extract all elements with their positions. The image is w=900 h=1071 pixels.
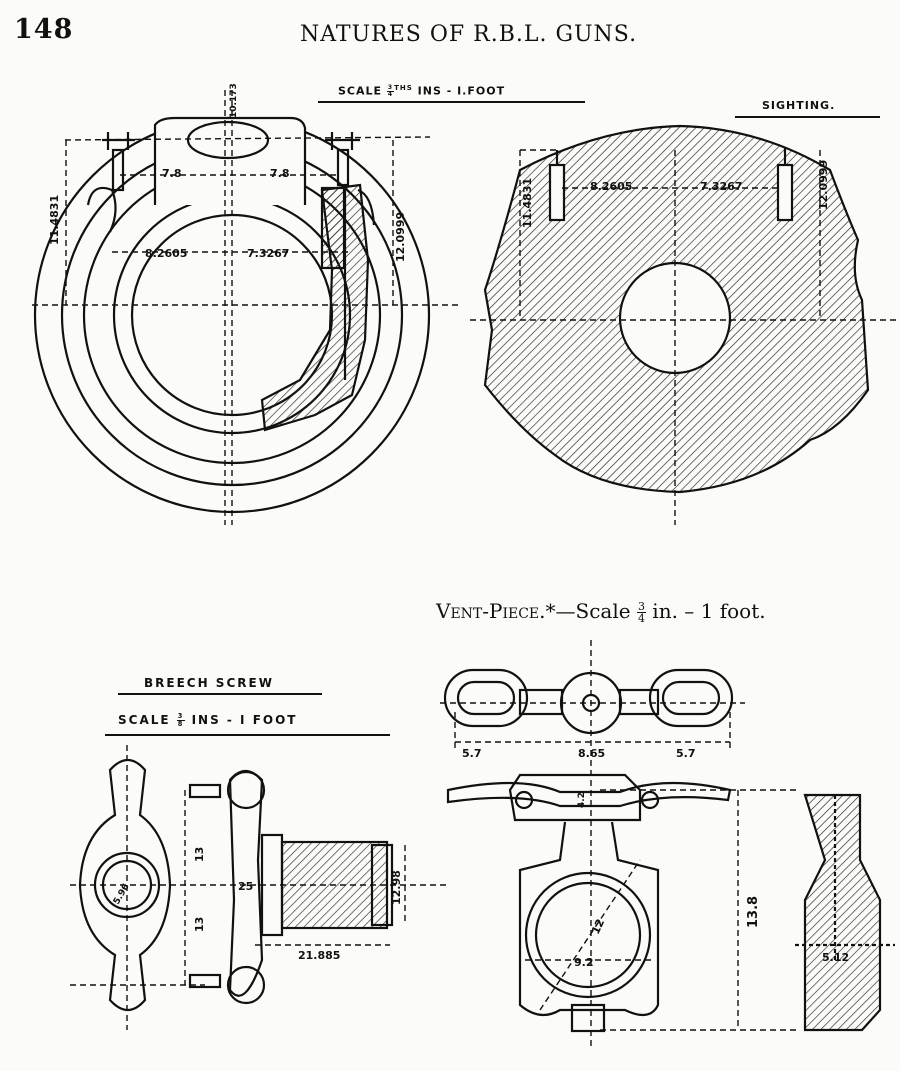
dim-8-65: 8.65: [578, 747, 605, 760]
vent-piece-dimensions: 5.7 8.65 5.7 4.2 12 9.2 13.8 5.12: [462, 747, 849, 969]
dim-8-2605-sight: 8.2605: [590, 180, 632, 193]
sighting-disc-view: [483, 124, 870, 494]
dim-7-3267-sight: 7.3267: [700, 180, 742, 193]
vent-piece-elevation-view: [446, 773, 732, 1033]
dim-5-12: 5.12: [822, 951, 849, 964]
page-number: 148: [14, 14, 74, 45]
dim-7-3267: 7.3267: [247, 247, 289, 260]
dim-5-7-right: 5.7: [676, 747, 696, 760]
sighting-disc-dimensions: 8.2605 7.3267 11.4831 12.0999: [521, 160, 830, 228]
dim-12-0999: 12.0999: [394, 212, 407, 262]
breech-elevation-dimensions: 7.8 7.8 8.2605 7.3267 11.4831 12.0999 10…: [48, 83, 407, 262]
heading-underlines: [105, 101, 880, 736]
dim-7-8-left: 7.8: [162, 167, 182, 180]
breech-screw-title: BREECH SCREW: [144, 676, 274, 690]
dim-11-4831: 11.4831: [48, 195, 61, 245]
sighting-disc-centerlines: [470, 149, 898, 525]
dim-12-0999-sight: 12.0999: [817, 160, 830, 210]
breech-screw-centerlines: [70, 745, 450, 1030]
vent-piece-plan-view: [443, 668, 734, 735]
dim-12-98: 12.98: [390, 870, 403, 905]
dim-25: 25: [238, 880, 253, 893]
dim-13-bottom: 13: [193, 917, 206, 932]
breech-elevation-centerlines: [32, 90, 460, 525]
dim-9-2: 9.2: [574, 956, 594, 969]
dim-13-8: 13.8: [746, 896, 761, 928]
dim-13-top: 13: [193, 847, 206, 862]
page-title: NATURES OF R.B.L. GUNS.: [300, 22, 638, 47]
dim-4-2: 4.2: [577, 792, 587, 808]
dim-7-8-right: 7.8: [270, 167, 290, 180]
sighting-label: SIGHTING.: [762, 99, 836, 112]
dim-12: 12: [589, 917, 607, 936]
breech-screw-dimensions: 13 13 25 5.96 12.98 21.885: [112, 847, 403, 962]
vent-piece-centerlines: [440, 640, 800, 1050]
dim-11-4831-sight: 11.4831: [521, 178, 534, 228]
dim-8-2605: 8.2605: [145, 247, 187, 260]
dim-5-7-left: 5.7: [462, 747, 482, 760]
dim-10-173: 10.173: [229, 83, 239, 118]
dim-21-885: 21.885: [298, 949, 340, 962]
vent-piece-section-view: [795, 793, 895, 1032]
dim-5-96: 5.96: [112, 882, 132, 906]
